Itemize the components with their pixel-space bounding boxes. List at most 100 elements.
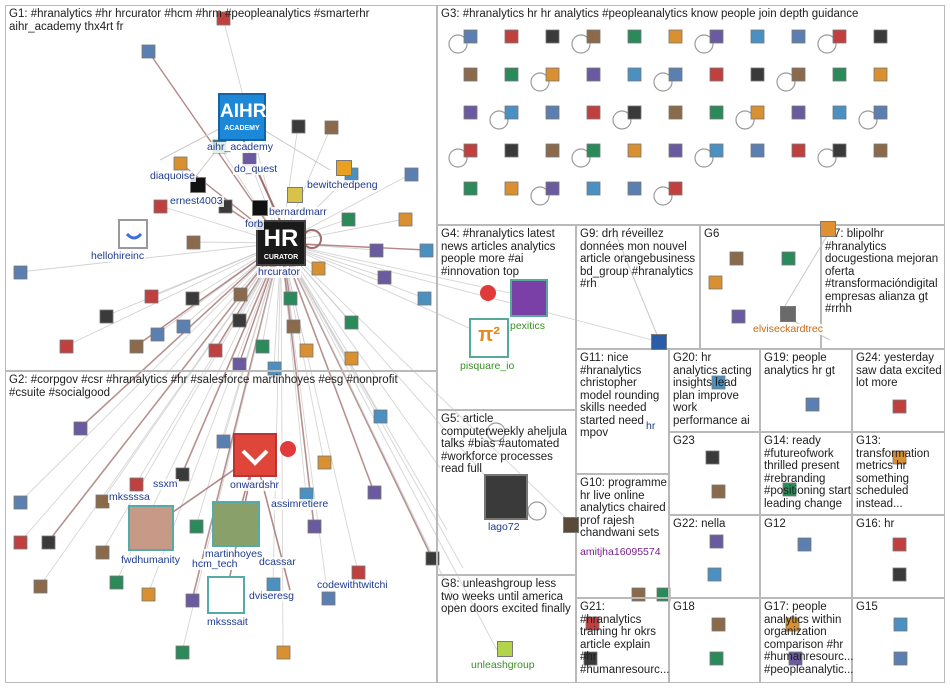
pisquare-logo-icon[interactable]: π² [469,318,509,358]
ssxm-label: ssxm [152,478,179,490]
forbes-logo-icon[interactable] [252,200,268,216]
group-g9-label: G9: drh réveillez données mon nouvel art… [580,228,696,290]
self-loop [858,110,878,130]
node-icon [504,181,519,196]
node-icon [344,351,359,366]
fwdhumanity-avatar[interactable] [128,505,174,551]
self-loop [530,72,550,92]
hrcurator-logo-icon[interactable]: HR CURATOR [256,220,306,266]
node-icon [791,67,806,82]
amitjha-label: amitjha16095574 [579,546,662,558]
node-icon [711,375,726,390]
martinhoyes-avatar[interactable] [212,501,260,547]
amitjha-avatar[interactable] [563,517,579,533]
self-loop [489,110,509,130]
hellohireinc-logo-icon[interactable] [118,219,148,249]
edge [181,242,282,653]
node-icon [873,105,888,120]
node-icon [708,275,723,290]
pexitics-label: pexitics [509,320,547,332]
node-icon [129,477,144,492]
onwardshr-logo-icon[interactable] [233,433,277,477]
g7-node-avatar[interactable] [820,221,836,237]
node-icon [785,617,800,632]
node-icon [463,181,478,196]
node-icon [583,651,598,666]
node-icon [291,119,306,134]
do-quest-label: do_quest [233,163,279,175]
bewitchedpeng-avatar[interactable] [336,160,352,176]
elviseckardtrec-avatar[interactable] [780,306,796,322]
edge [65,242,282,347]
node-icon [711,484,726,499]
group-g6-label: G6 [704,228,720,240]
node-icon [832,143,847,158]
node-icon [317,455,332,470]
node-icon [545,105,560,120]
group-g11-label: G11: nice #hranalytics christopher model… [580,352,660,439]
group-g15-label: G15 [856,601,878,613]
edge [105,242,282,317]
bernardmarr-avatar[interactable] [287,187,303,203]
node-icon [750,143,765,158]
g9-node-avatar[interactable] [651,334,667,350]
ernest4003-label: ernest4003 [169,195,224,207]
hellohireinc-label: hellohireinc [90,250,146,262]
pin-node [480,285,496,301]
node-icon [186,235,201,250]
group-g20-box [669,349,760,432]
hcm-tech-label: hcm_tech [191,558,239,570]
group-g1-label: G1: #hranalytics #hr hrcurator #hcm #hrm… [9,8,370,33]
edge [19,242,282,503]
g11-hr-fragment-label: hr [645,420,657,432]
edge [280,242,441,469]
edge [280,242,461,613]
self-loop [486,422,506,442]
group-g12-box [760,515,852,598]
node-icon [586,29,601,44]
group-g7-box [821,225,945,349]
self-loop [448,34,468,54]
node-icon [545,29,560,44]
pexitics-logo-icon[interactable] [510,279,548,317]
self-loop [530,186,550,206]
node-icon [41,535,56,550]
node-icon [417,291,432,306]
unleashgroup-logo-icon[interactable] [497,641,513,657]
edge [280,242,464,569]
group-g8-label: G8: unleashgroup less two weeks until am… [441,578,571,615]
group-g13-label: G13: transformation metrics hr something… [856,435,930,510]
mksssait-logo-icon[interactable] [207,576,245,614]
aihr-academy-logo-icon[interactable]: AIHR ACADEMY [218,93,266,141]
lago72-avatar[interactable] [484,474,528,520]
group-g1-box [5,5,437,371]
self-loop [653,186,673,206]
node-icon [321,591,336,606]
node-icon [893,651,908,666]
node-icon [175,645,190,660]
node-icon [232,313,247,328]
node-icon [367,485,382,500]
node-icon [873,67,888,82]
node-icon [709,534,724,549]
group-g23-label: G23 [673,435,695,447]
node-icon [782,482,797,497]
self-loop [776,72,796,92]
edge [615,234,661,343]
self-loop [571,148,591,168]
node-icon [463,29,478,44]
node-icon [711,617,726,632]
group-g16-label: G16: hr [856,518,895,530]
node-icon [750,29,765,44]
group-g13-box [852,432,945,515]
node-icon [13,535,28,550]
node-icon [705,450,720,465]
node-icon [153,199,168,214]
edge [135,242,282,485]
group-g12-label: G12 [764,518,786,530]
node-icon [344,315,359,330]
node-icon [185,291,200,306]
node-icon [351,565,366,580]
codewithtwitchi-label: codewithtwitchi [316,579,389,591]
node-icon [189,519,204,534]
